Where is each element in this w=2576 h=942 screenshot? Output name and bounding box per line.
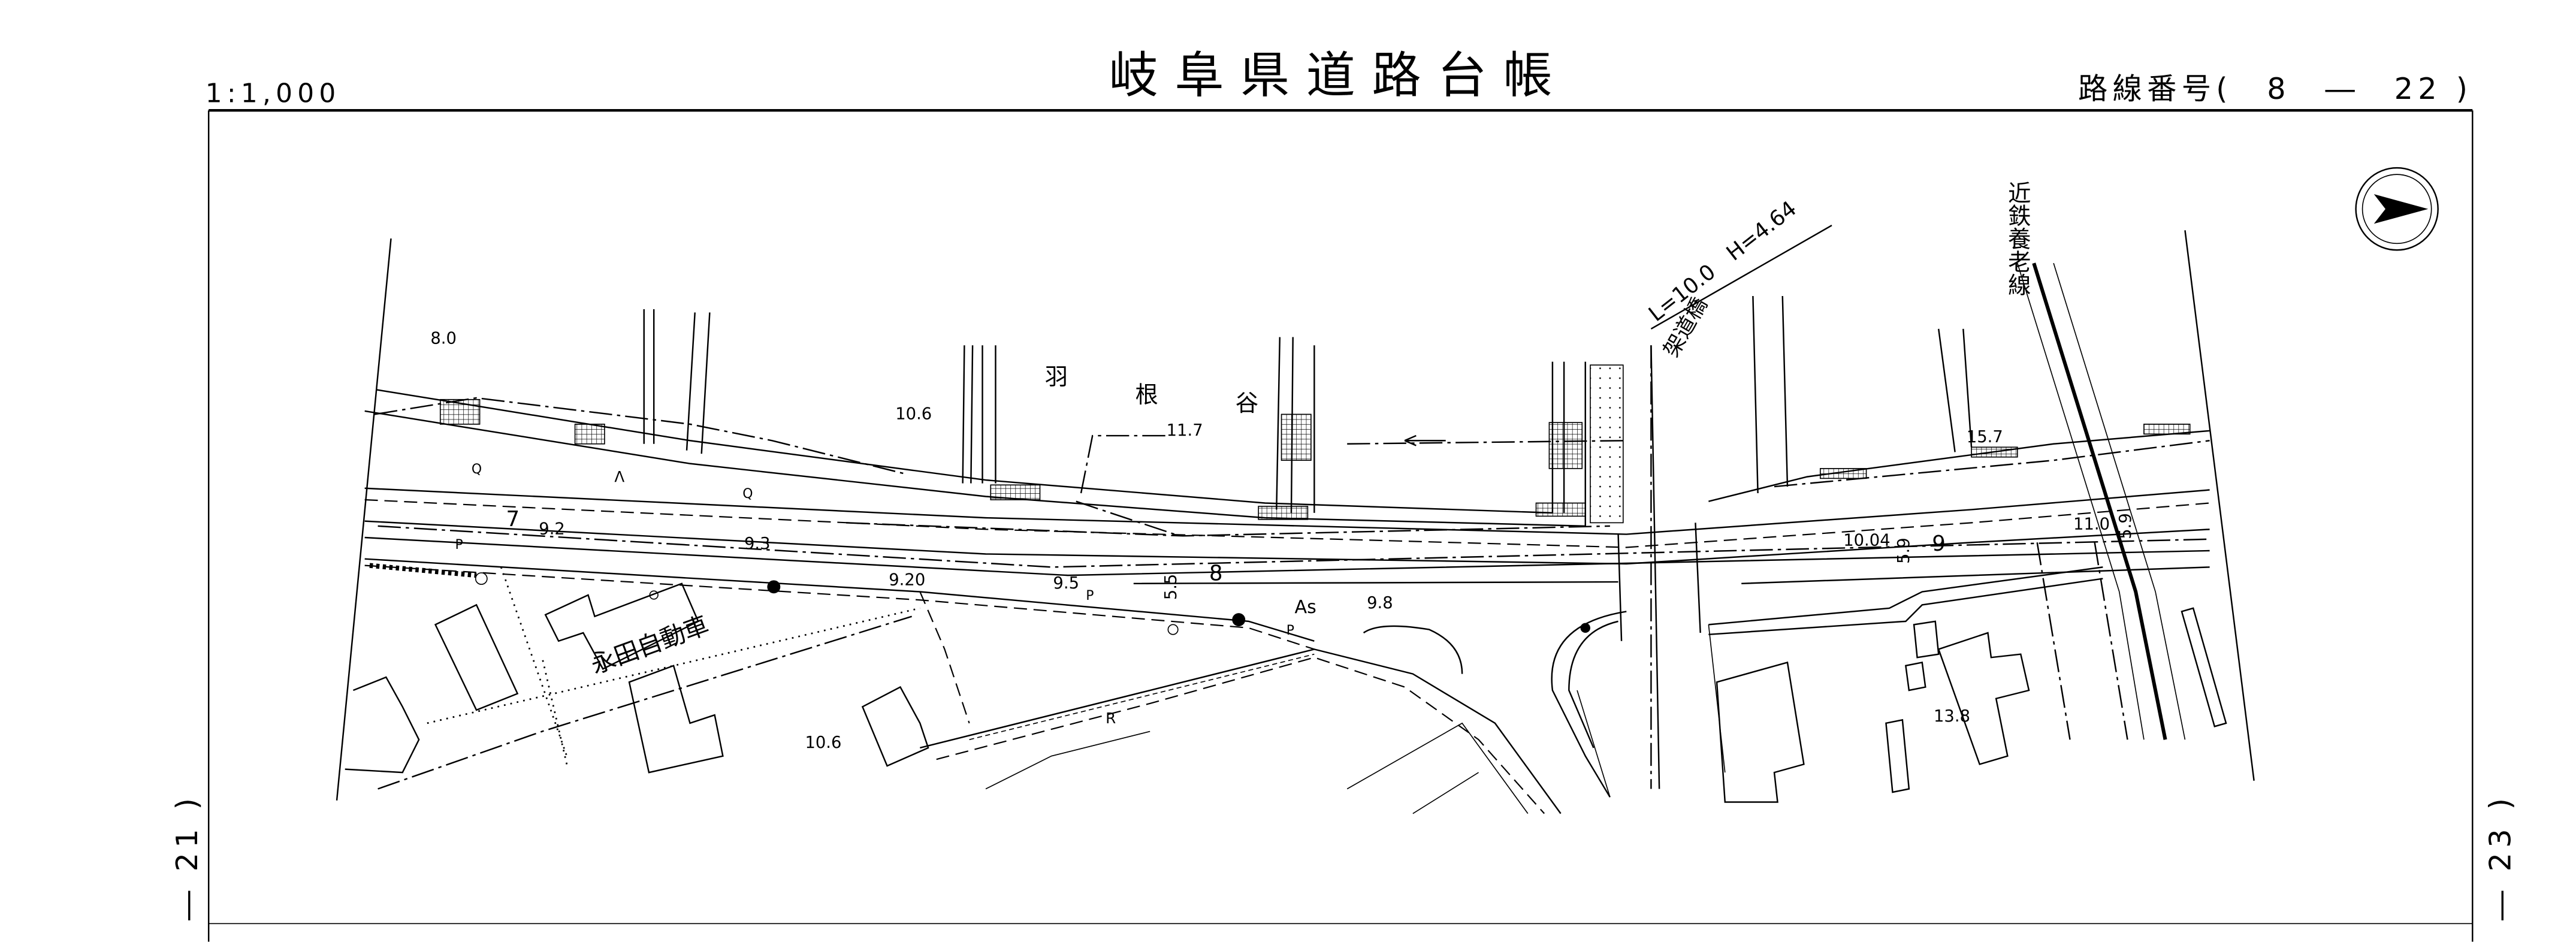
width-label: 5.9 bbox=[2116, 513, 2135, 539]
marker-q: Q bbox=[742, 487, 753, 502]
next-sheet-label[interactable]: ― 23 ) bbox=[2483, 793, 2517, 920]
marker-r: R bbox=[1106, 709, 1116, 727]
kilometer-marker: 8 bbox=[1209, 561, 1223, 585]
sheet-frame bbox=[207, 109, 2474, 942]
business-name: 永田自動車 bbox=[587, 611, 713, 680]
bridge-abutment bbox=[1590, 364, 1624, 524]
elevation-label: 15.7 bbox=[1967, 428, 2003, 446]
bridge-dimensions: L=10.0 H=4.64 bbox=[1644, 197, 1801, 327]
page-title: 岐阜県道路台帳 bbox=[1109, 47, 1569, 104]
road-centerline bbox=[378, 525, 2210, 568]
river-name-char: 谷 bbox=[1236, 390, 1258, 417]
previous-sheet-label[interactable]: ― 21 ) bbox=[170, 793, 204, 920]
pavement-label: As bbox=[1294, 597, 1316, 618]
elevation-label: 9.2 bbox=[539, 520, 565, 539]
marker-q: Q bbox=[472, 462, 482, 477]
flow-arrow-icon bbox=[1404, 434, 1446, 446]
elevation-label: 13.8 bbox=[1934, 707, 1970, 726]
elevation-label: 9.8 bbox=[1367, 594, 1393, 612]
width-label: 5.9 bbox=[1895, 538, 1913, 564]
elevation-label: 9.3 bbox=[744, 535, 771, 553]
elevation-label: 11.7 bbox=[1167, 421, 1203, 440]
elevation-label: 10.04 bbox=[1843, 532, 1890, 550]
route-number: 路線番号( 8 ― 22 ) bbox=[2078, 71, 2472, 106]
railway-track bbox=[2032, 262, 2167, 740]
scale-label: 1:1,000 bbox=[206, 78, 341, 108]
elevation-label: 10.6 bbox=[895, 405, 932, 424]
road-edge-south bbox=[364, 558, 1315, 642]
marker-p: P bbox=[1287, 623, 1294, 638]
building bbox=[434, 603, 519, 711]
elevation-label: 9.5 bbox=[1053, 574, 1079, 593]
kilometer-marker: 9 bbox=[1932, 532, 1946, 556]
marker-p: P bbox=[455, 538, 463, 552]
north-arrow-icon bbox=[2355, 167, 2439, 251]
kilometer-marker: 7 bbox=[506, 507, 520, 532]
elevation-label: 10.6 bbox=[805, 733, 841, 752]
width-label: 5.5 bbox=[1162, 574, 1180, 600]
river-name-char: 根 bbox=[1136, 382, 1158, 409]
elevation-label: 11.0 bbox=[2073, 515, 2110, 533]
marker-p: P bbox=[1086, 588, 1094, 603]
railway-name: 近鉄養老線 bbox=[2004, 181, 2031, 296]
map-drawing bbox=[336, 225, 2255, 814]
building-nagata-jidosha bbox=[544, 582, 699, 671]
elevation-label: 8.0 bbox=[430, 330, 457, 348]
elevation-label: 9.20 bbox=[889, 571, 925, 590]
hatch-box bbox=[439, 398, 481, 425]
marker-lambda: Λ bbox=[614, 468, 624, 485]
road-edge-north bbox=[364, 487, 2210, 535]
river-name-char: 羽 bbox=[1045, 364, 1068, 391]
